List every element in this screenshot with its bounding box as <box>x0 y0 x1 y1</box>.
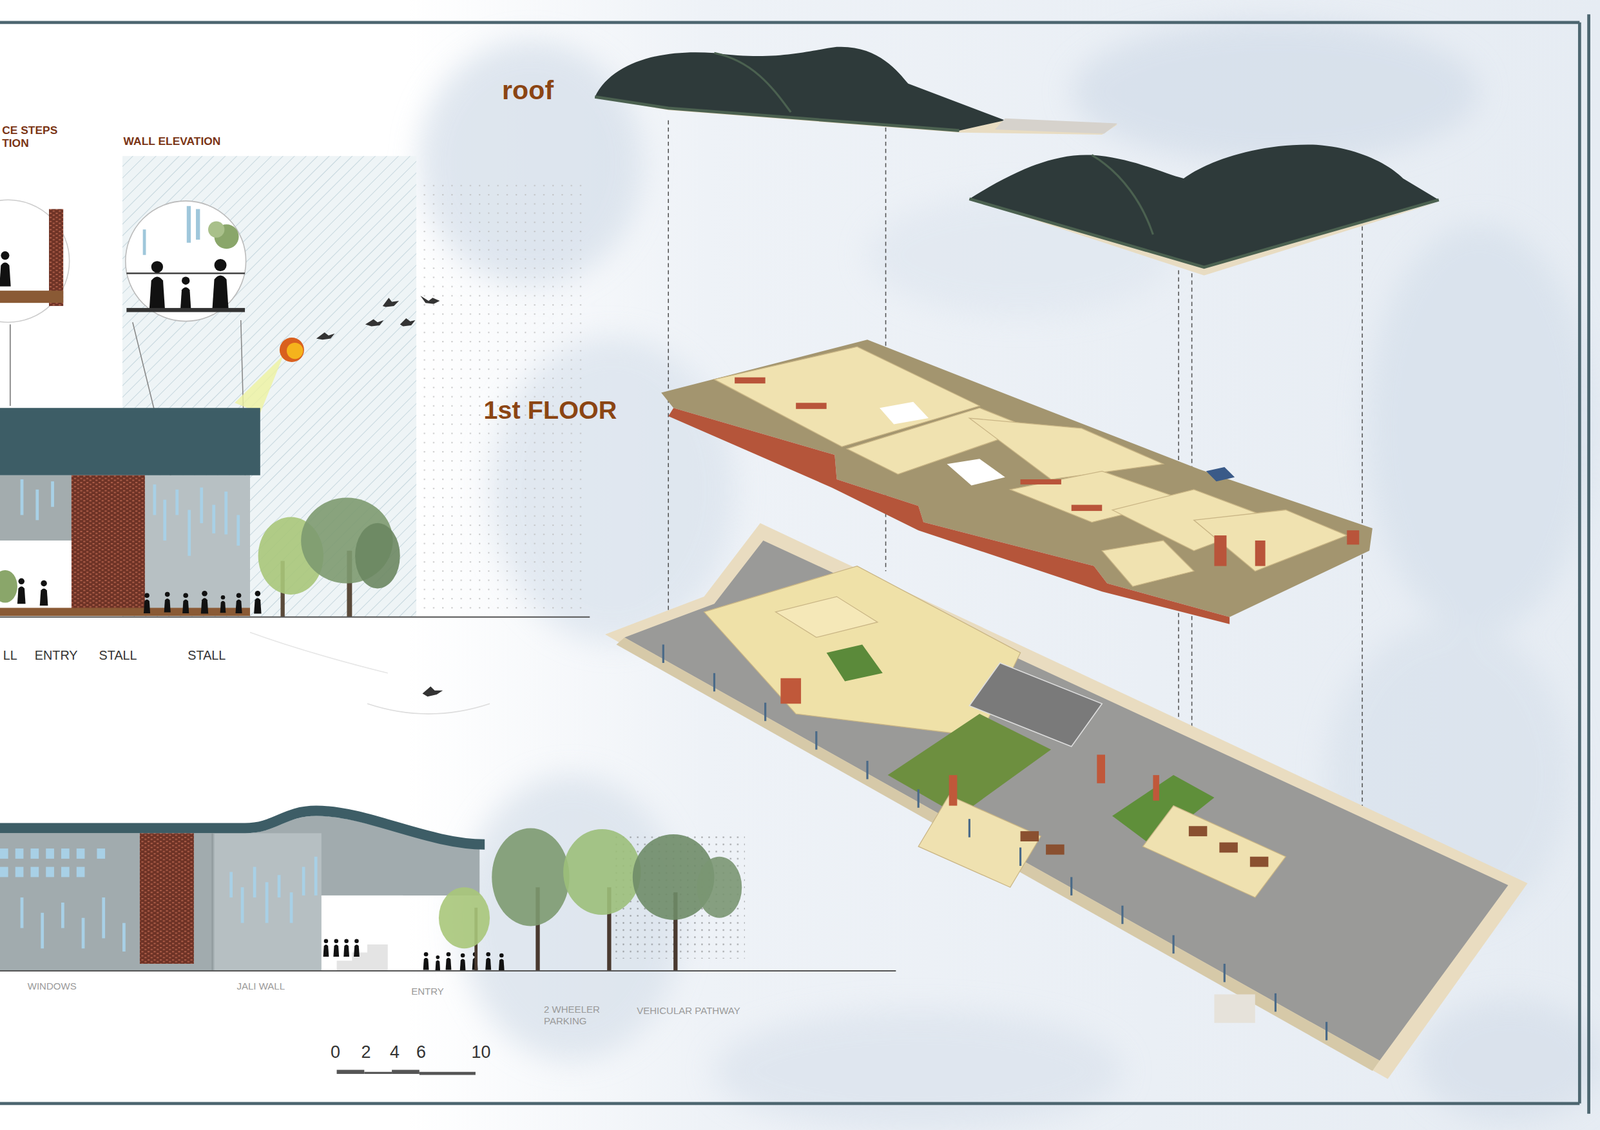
elevation-label: ENTRY <box>34 648 78 664</box>
elevation-label: JALI WALL <box>236 980 285 992</box>
elevation-label: LL <box>3 648 18 664</box>
scale-number: 10 <box>471 1042 492 1063</box>
elevation-label: STALL <box>99 648 138 664</box>
scale-number: 6 <box>416 1042 426 1063</box>
scale-number: 0 <box>330 1042 341 1063</box>
elevation-label: 2 WHEELER PARKING <box>543 1003 608 1027</box>
elevation-label: STALL <box>187 648 226 664</box>
scale-number: 2 <box>361 1042 372 1063</box>
scale-number: 4 <box>389 1042 400 1063</box>
layer-title: roof <box>501 75 554 106</box>
view-title: WALL ELEVATION <box>123 134 222 148</box>
elevation-label: WINDOWS <box>27 980 77 992</box>
elevation-label: VEHICULAR PATHWAY <box>636 1005 741 1017</box>
view-title: CE STEPS TION <box>1 123 66 150</box>
layer-title: 1st FLOOR <box>483 395 618 426</box>
elevation-label: ENTRY <box>411 985 444 997</box>
